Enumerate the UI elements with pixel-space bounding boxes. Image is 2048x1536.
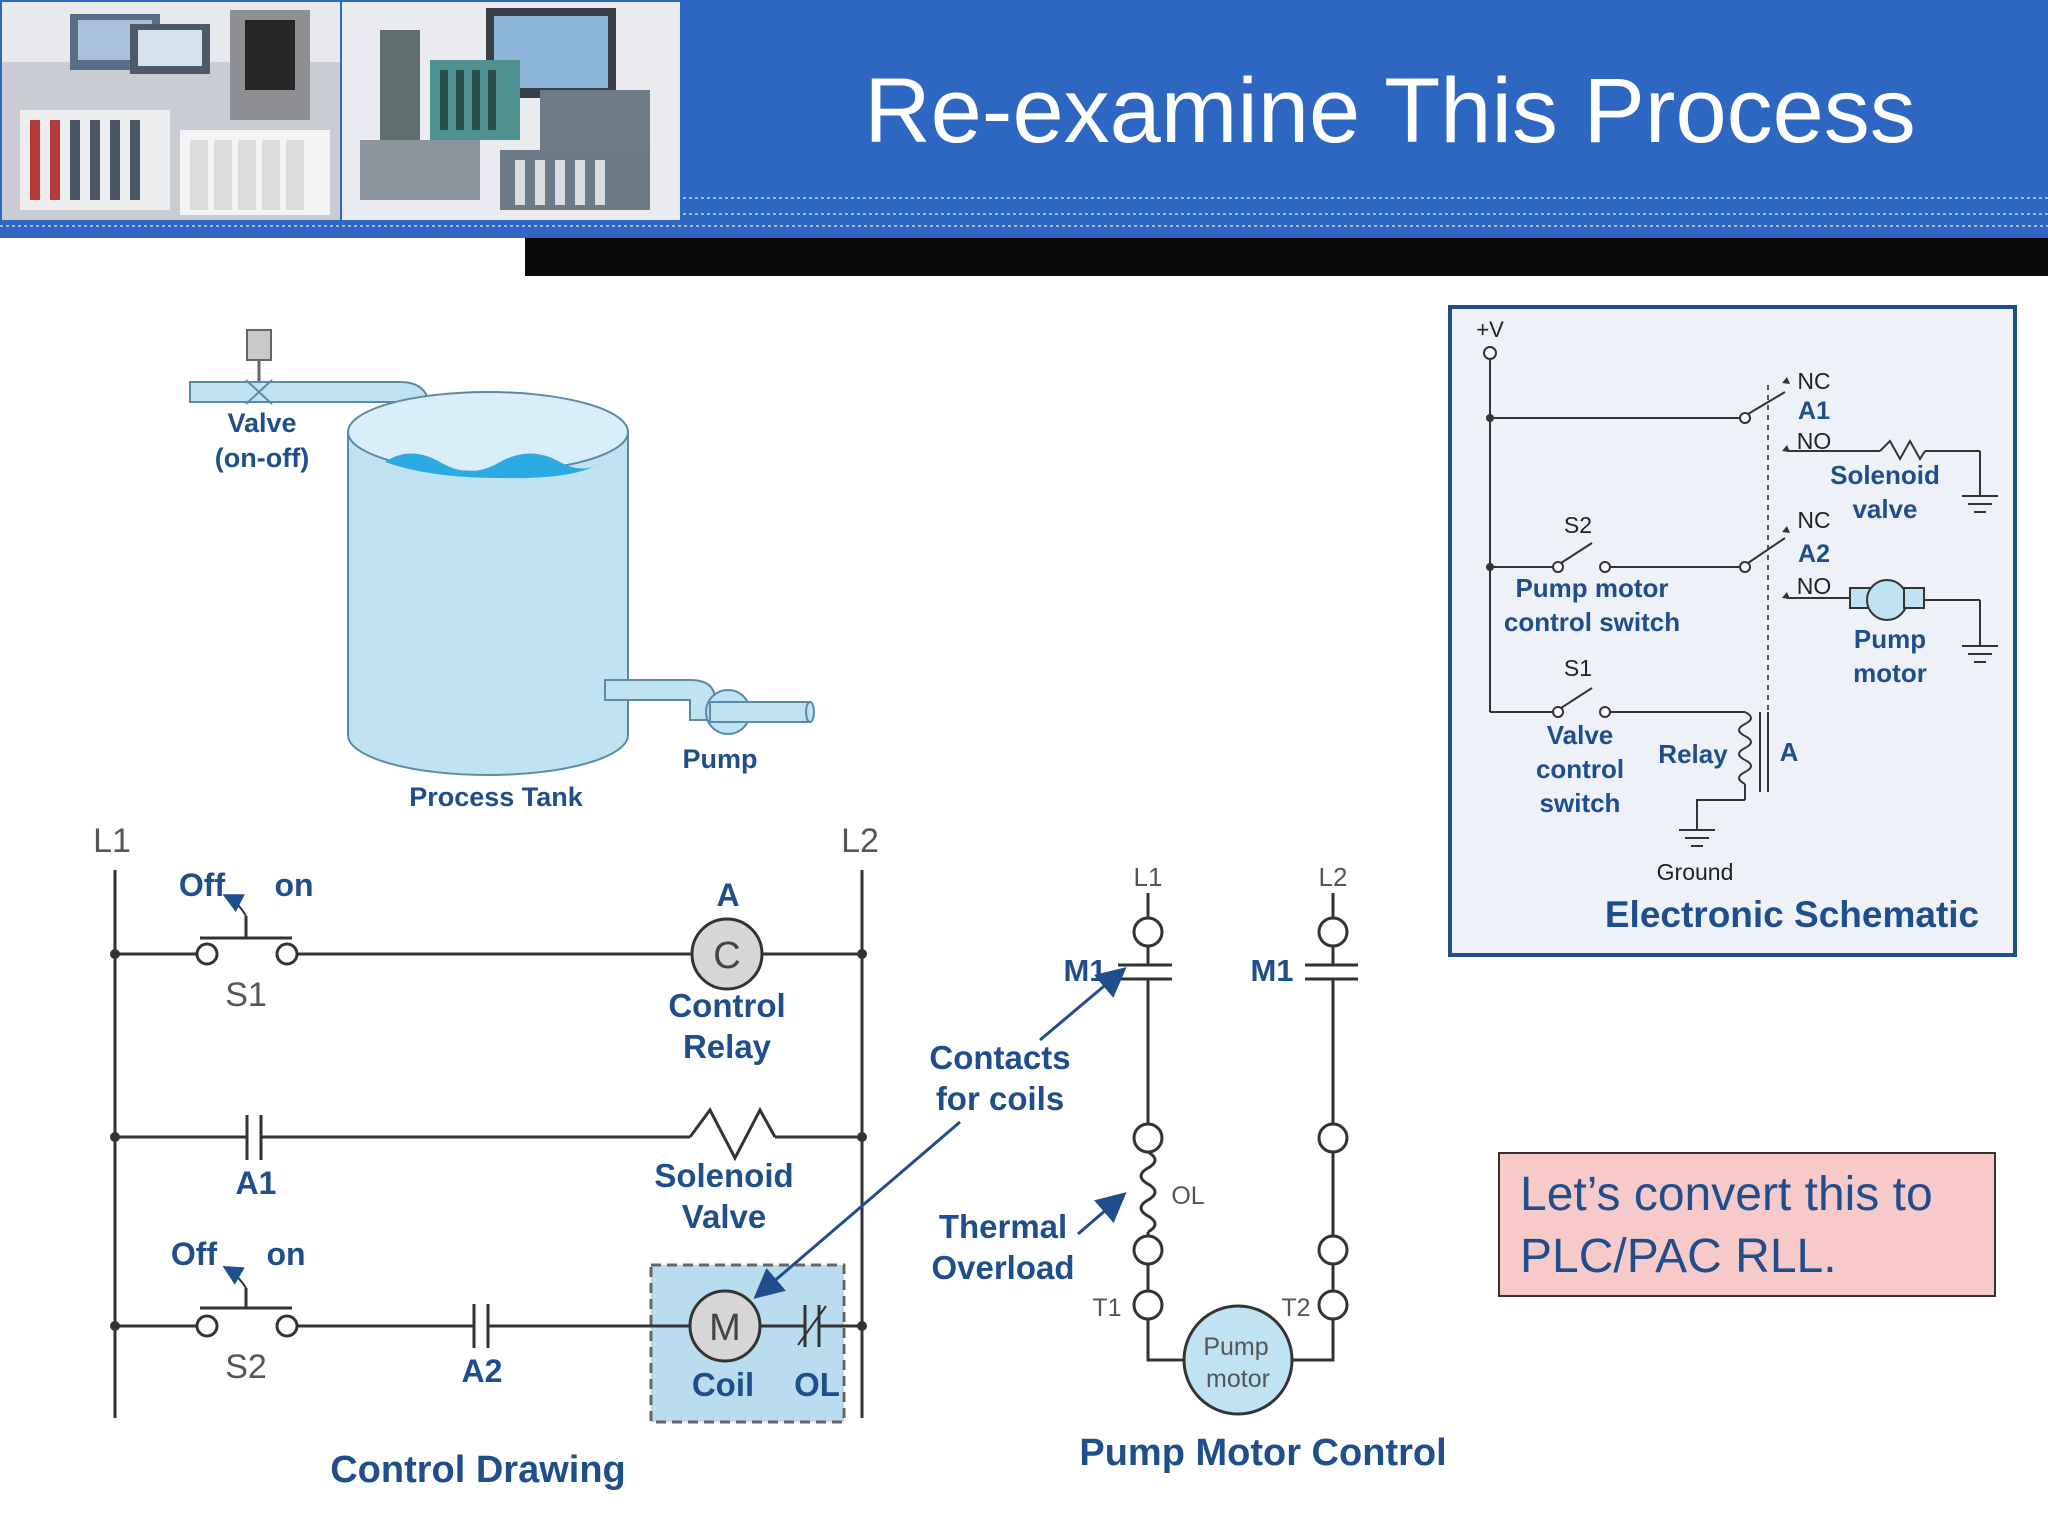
pump-l2-label: L2 — [1319, 862, 1348, 892]
pump-motor-control: L1 L2 Pump motor M1 M1 OL T1 — [753, 862, 1447, 1474]
schematic-caption: Electronic Schematic — [1605, 894, 1979, 935]
solenoid-label: Solenoid — [654, 1157, 793, 1194]
no1-label: NO — [1797, 428, 1832, 454]
valve-actuator — [246, 329, 272, 361]
solenoid-valve-load — [1879, 438, 1926, 462]
valve-label: Valve — [227, 408, 296, 438]
nc1-label: NC — [1797, 368, 1830, 394]
solenoid-valve-symbol — [688, 1106, 777, 1162]
coil-arrow — [753, 1120, 961, 1299]
contacts-arrow — [1039, 967, 1127, 1042]
schem-s1-label: S1 — [1564, 655, 1592, 681]
callout-background — [1498, 1152, 1996, 1297]
coil-m-symbol: M — [709, 1307, 741, 1349]
page-title: Re-examine This Process — [864, 60, 1916, 162]
schem-pump-motor-label-sub: motor — [1853, 658, 1927, 688]
solenoid-label-sub: Valve — [682, 1198, 766, 1235]
header-dark-bar — [525, 238, 2048, 276]
a1-label: A1 — [236, 1165, 277, 1201]
pump-control-caption: Pump Motor Control — [1079, 1432, 1446, 1474]
ol-label: OL — [794, 1366, 840, 1403]
header: Re-examine This Process — [0, 0, 2048, 276]
schem-a2-label: A2 — [1798, 540, 1830, 568]
rail-l1-label: L1 — [93, 822, 131, 860]
t1-label: T1 — [1092, 1294, 1121, 1322]
control-drawing: L1 L2 C Off on S1 A Control Relay — [93, 822, 879, 1491]
s2-switch — [1560, 542, 1593, 564]
rung-1: C Off on S1 A Control Relay — [110, 867, 867, 1065]
s2-off-label: Off — [171, 1236, 218, 1272]
pump-switch-label: Pump motor — [1515, 573, 1668, 603]
control-drawing-caption: Control Drawing — [330, 1449, 626, 1491]
valve-switch-label-mid: control — [1536, 754, 1624, 784]
pump-motor-symbol — [1182, 1304, 1294, 1416]
coil-c-symbol: C — [713, 935, 740, 977]
schem-solenoid-label-sub: valve — [1852, 494, 1917, 524]
no2-label: NO — [1797, 573, 1832, 599]
vplus-label: +V — [1476, 317, 1504, 342]
schem-solenoid-label: Solenoid — [1830, 460, 1940, 490]
rung-3: M Off on S2 A2 Coil OL — [110, 1236, 867, 1424]
tank-body — [347, 432, 629, 776]
overload-arrow — [1077, 1192, 1127, 1236]
callout-line-1: Let’s convert this to — [1520, 1168, 1933, 1221]
relay-label: Relay — [1658, 739, 1728, 769]
coil-label: Coil — [692, 1366, 754, 1403]
schematic-pump-motor — [1866, 579, 1908, 621]
schematic-frame — [1448, 305, 2017, 957]
contacts-label: Contacts — [929, 1039, 1070, 1076]
a2-label: A2 — [462, 1353, 503, 1389]
schem-a1-label: A1 — [1798, 397, 1830, 425]
schem-pump-motor-label: Pump — [1854, 624, 1926, 654]
thermal-overload-symbol — [1139, 1150, 1157, 1234]
pump-motor-label: Pump — [1203, 1333, 1268, 1361]
relay-a-schem-label: A — [1780, 737, 1799, 767]
water-surface — [385, 453, 605, 479]
contacts-label-sub: for coils — [936, 1080, 1064, 1117]
nc2-label: NC — [1797, 507, 1830, 533]
thermal-label: Thermal — [939, 1208, 1067, 1245]
s1-terminal — [195, 942, 219, 966]
ol-pump-label: OL — [1171, 1182, 1204, 1210]
a2-relay-contact — [1747, 537, 1786, 564]
a1-relay-contact — [1747, 391, 1786, 415]
s1-label: S1 — [225, 976, 267, 1014]
rung-2: A1 Solenoid Valve — [110, 1106, 867, 1235]
valve-icon — [245, 379, 273, 405]
process-tank-illustration: Valve (on-off) Process Tank Pump — [189, 329, 815, 812]
control-relay-label-sub: Relay — [683, 1028, 772, 1065]
t2-label: T2 — [1281, 1294, 1310, 1322]
s2-on-label: on — [266, 1236, 305, 1272]
plc-photo-right — [342, 2, 680, 220]
s1-on-label: on — [274, 867, 313, 903]
m1-left-label: M1 — [1063, 953, 1106, 988]
control-relay-label: Control — [668, 987, 785, 1024]
thermal-label-sub: Overload — [931, 1249, 1074, 1286]
tank-label: Process Tank — [409, 782, 584, 812]
electronic-schematic-panel: +V NC A1 NO Solenoid valve — [1448, 305, 2017, 957]
motor-starter-highlight — [649, 1263, 846, 1424]
pump-l1-label: L1 — [1134, 862, 1163, 892]
callout-line-2: PLC/PAC RLL. — [1520, 1230, 1837, 1283]
m1-right-label: M1 — [1250, 953, 1293, 988]
s1-off-label: Off — [179, 867, 226, 903]
plc-photo-left — [2, 2, 340, 220]
pump-motor-label-sub: motor — [1206, 1365, 1270, 1393]
valve-switch-label-sub: switch — [1540, 788, 1621, 818]
valve-label-sub: (on-off) — [215, 443, 309, 473]
s2-label: S2 — [225, 1348, 267, 1386]
pump-label: Pump — [682, 744, 757, 774]
schem-s2-label: S2 — [1564, 512, 1592, 538]
rail-l2-label: L2 — [841, 822, 879, 860]
ground-label: Ground — [1657, 859, 1734, 885]
s1-switch — [1560, 687, 1593, 709]
pump-switch-label-sub: control switch — [1504, 607, 1680, 637]
relay-a-label: A — [716, 877, 739, 913]
callout-box: Let’s convert this to PLC/PAC RLL. — [1498, 1152, 1996, 1297]
relay-coil-symbol — [1738, 711, 1752, 785]
header-band — [0, 0, 2048, 238]
valve-switch-label: Valve — [1547, 720, 1614, 750]
